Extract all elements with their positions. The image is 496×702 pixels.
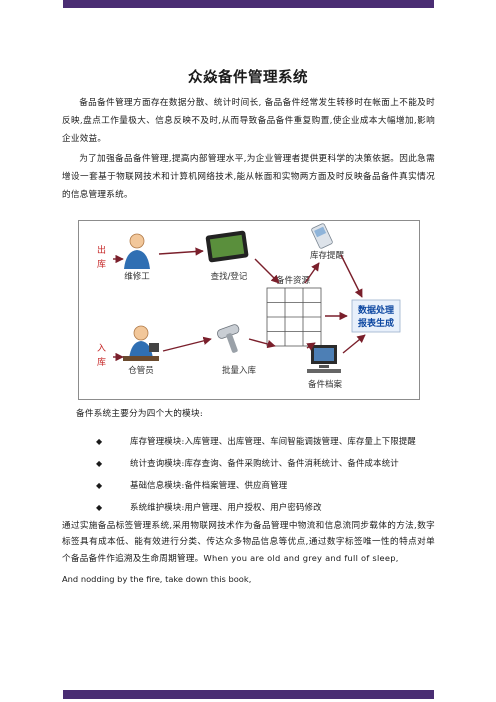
diamond-bullet-icon: ◆ (96, 458, 103, 468)
bottom-decor-bar (63, 690, 434, 699)
data-processing-box (351, 299, 401, 333)
diamond-bullet-icon: ◆ (96, 480, 103, 490)
module-basic-info: 基础信息模块:备件档案管理、供应商管理 (130, 480, 288, 490)
maintainer-label: 维修工 (124, 271, 150, 282)
barcode-scanner-icon (217, 324, 240, 353)
module-list: ◆ 库存管理模块:入库管理、出库管理、车间智能调拨管理、库存量上下限提醒 ◆ 统计查… (96, 430, 416, 518)
tablet-icon (205, 230, 249, 263)
paragraph-implementation: 通过实施备品标签管理系统,采用物联网技术作为备品管理中物流和信息流同步载体的方法… (62, 518, 435, 567)
diamond-bullet-icon: ◆ (96, 436, 103, 446)
keeper-person-icon (123, 325, 159, 361)
list-item: ◆ 统计查询模块:库存查询、备件采购统计、备件消耗统计、备件成本统计 (96, 452, 416, 474)
lookup-label: 查找/登记 (211, 271, 248, 282)
report-generation-label: 报表生成 (358, 317, 394, 329)
paragraph-problem: 备品备件管理方面存在数据分散、统计时间长, 备品备件经常发生转移时在帐面上不能及… (62, 98, 435, 144)
data-processing-label: 数据处理 (358, 304, 394, 316)
archive-label: 备件档案 (308, 379, 343, 390)
list-item: ◆ 库存管理模块:入库管理、出库管理、车间智能调拨管理、库存量上下限提醒 (96, 430, 416, 452)
in-label-1: 入 (97, 343, 106, 354)
implementation-text: 通过实施备品标签管理系统,采用物联网技术作为备品管理中物流和信息流同步载体的方法… (62, 521, 435, 564)
resources-grid-icon (266, 287, 322, 347)
system-flow-diagram: 出 库 入 库 维修工 查找/登记 库存提醒 备件资源 (78, 220, 420, 400)
out-label-1: 出 (97, 244, 106, 256)
list-item: ◆ 基础信息模块:备件档案管理、供应商管理 (96, 474, 416, 496)
batch-in-label: 批量入库 (222, 365, 257, 376)
computer-icon (307, 345, 341, 373)
english-line-2: And nodding by the fire, take down this … (62, 574, 252, 584)
keeper-label: 仓管员 (128, 365, 154, 376)
module-inventory: 库存管理模块:入库管理、出库管理、车间智能调拨管理、库存量上下限提醒 (130, 436, 416, 446)
resources-label: 备件资源 (276, 275, 311, 286)
maintainer-person-icon (124, 233, 150, 269)
list-item: ◆ 系统维护模块:用户管理、用户授权、用户密码修改 (96, 496, 416, 518)
module-maintenance: 系统维护模块:用户管理、用户授权、用户密码修改 (130, 502, 322, 512)
handheld-terminal-icon (311, 223, 333, 249)
top-decor-bar (63, 0, 434, 8)
english-line-1: When you are old and grey and full of sl… (203, 553, 399, 563)
paragraph-purpose: 为了加强备品备件管理,提高内部管理水平,为企业管理者提供更科学的决策依据。因此急… (62, 154, 435, 200)
stock-alert-label: 库存提醒 (310, 250, 345, 261)
page-title: 众焱备件管理系统 (188, 70, 308, 86)
module-statistics: 统计查询模块:库存查询、备件采购统计、备件消耗统计、备件成本统计 (130, 458, 399, 468)
flow-arrows (113, 247, 366, 362)
in-label-2: 库 (97, 356, 106, 368)
out-label-2: 库 (97, 258, 106, 270)
diamond-bullet-icon: ◆ (96, 502, 103, 512)
modules-intro: 备件系统主要分为四个大的模块: (76, 409, 203, 419)
